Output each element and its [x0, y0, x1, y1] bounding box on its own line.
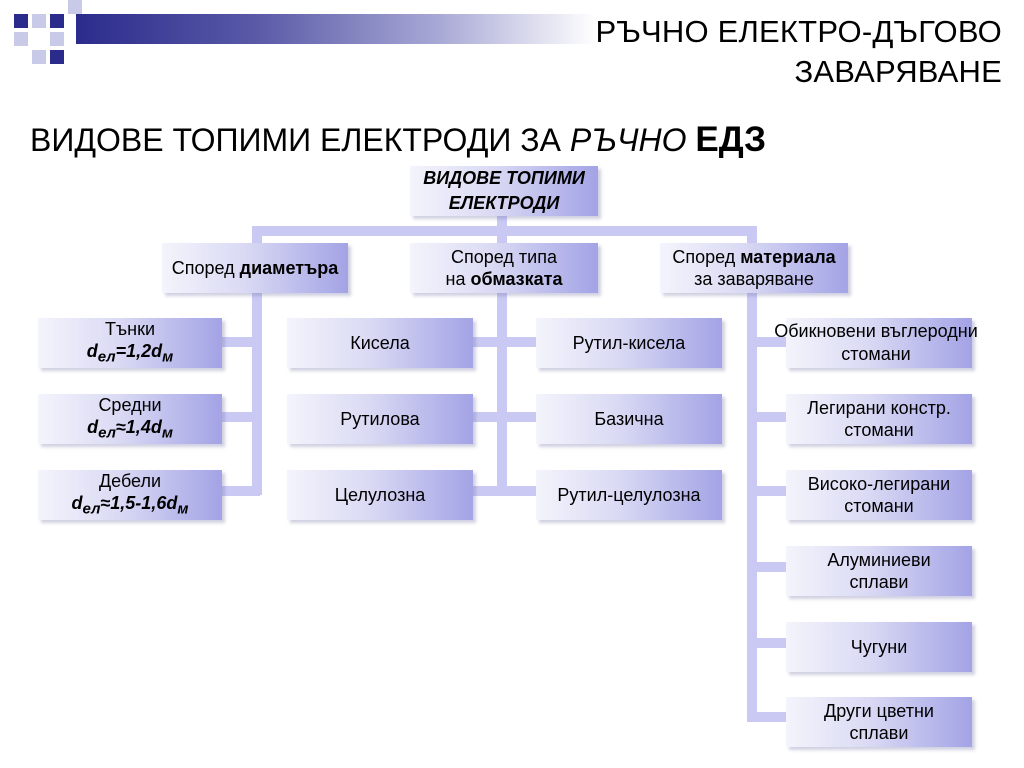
deco-square: [68, 0, 82, 14]
material-line1: Легирани констр.: [807, 398, 951, 418]
formula: =1,2d: [115, 340, 163, 361]
deco-square: [14, 32, 28, 46]
item-name: Дебели: [98, 470, 162, 491]
coating-item: Рутил-кисела: [536, 318, 722, 368]
formula-sub: м: [177, 500, 189, 518]
formula-sub: ел: [82, 500, 101, 518]
coating-item: Рутил-целулозна: [536, 470, 722, 520]
category-text: Според: [672, 247, 741, 267]
connector: [747, 226, 757, 248]
item-name: Тънки: [104, 318, 156, 339]
connector: [747, 638, 789, 648]
connector: [747, 337, 789, 347]
material-item: Легирани констр.стомани: [786, 394, 972, 444]
material-line1: Високо-легирани: [807, 474, 951, 494]
material-line2: стомани: [844, 496, 914, 516]
category-material-label: Според материала за заваряване: [672, 246, 835, 290]
category-coating-label: Според типа на обмазката: [446, 246, 563, 290]
root-node: [410, 166, 598, 216]
category-bold-text: диаметъра: [239, 258, 339, 278]
material-line2: сплави: [849, 723, 909, 743]
connector: [497, 290, 507, 495]
formula: d: [86, 340, 98, 361]
material-line1: Други цветни: [824, 701, 934, 721]
slide-title: РЪЧНО ЕЛЕКТРО-ДЪГОВО ЗАВАРЯВАНЕ: [502, 12, 1002, 92]
item-name: Средни: [98, 394, 162, 415]
material-line1: Обикновени въглеродни: [774, 321, 978, 341]
formula: ≈1,4d: [115, 416, 162, 437]
connector: [470, 412, 540, 422]
category-diameter-node: Според диаметъра: [162, 243, 348, 293]
connector: [497, 226, 507, 248]
connector: [497, 214, 507, 232]
category-text: Според: [171, 258, 240, 278]
diameter-item-thin: Тънки dел=1,2dм: [38, 318, 222, 368]
connector: [220, 337, 260, 347]
root-node-label: ВИДОВЕ ТОПИМИ ЕЛЕКТРОДИ: [390, 166, 618, 216]
connector: [252, 290, 262, 495]
subtitle-text: ВИДОВЕ ТОПИМИ ЕЛЕКТРОДИ ЗА: [30, 122, 570, 158]
material-item-label: Обикновени въглеродни стомани: [740, 320, 1012, 366]
formula-sub: ел: [98, 424, 116, 442]
category-text: за заваряване: [694, 269, 814, 289]
root-line1: ВИДОВЕ ТОПИМИ: [423, 168, 585, 188]
category-bold-text: обмазката: [470, 269, 563, 289]
deco-square: [32, 50, 46, 64]
diameter-item-thick: Дебели dел≈1,5-1,6dм: [38, 470, 222, 520]
deco-square: [50, 32, 64, 46]
formula-sub: м: [162, 348, 174, 366]
category-text: Според типа: [451, 247, 557, 267]
material-item: Чугуни: [786, 622, 972, 672]
coating-item: Целулозна: [287, 470, 473, 520]
formula: d: [87, 416, 99, 437]
category-text: на: [445, 269, 471, 289]
connector: [747, 562, 789, 572]
subtitle-bold: ЕДЗ: [695, 120, 767, 159]
header-gradient-bar: [76, 14, 596, 44]
deco-square: [50, 14, 64, 28]
category-bold-text: материала: [740, 247, 836, 267]
material-line2: стомани: [844, 420, 914, 440]
subtitle-italic: РЪЧНО: [569, 122, 687, 158]
deco-square: [14, 14, 28, 28]
connector: [747, 712, 789, 722]
material-item-box: [786, 318, 972, 368]
material-line2: стомани: [841, 344, 911, 364]
slide-subtitle: ВИДОВЕ ТОПИМИ ЕЛЕКТРОДИ ЗА РЪЧНО ЕДЗ: [30, 120, 766, 160]
deco-square: [32, 14, 46, 28]
material-line1: Чугуни: [850, 637, 908, 657]
connector: [470, 337, 540, 347]
deco-square: [50, 50, 64, 64]
formula: d: [71, 492, 83, 513]
formula-sub: ел: [97, 348, 116, 366]
category-coating-node: Според типа на обмазката: [410, 243, 598, 293]
connector: [470, 486, 540, 496]
diameter-item-medium: Средни dел≈1,4dм: [38, 394, 222, 444]
formula: ≈1,5-1,6d: [100, 492, 178, 513]
root-line2: ЕЛЕКТРОДИ: [448, 193, 560, 213]
slide-title-line2: ЗАВАРЯВАНЕ: [794, 54, 1002, 89]
coating-item: Рутилова: [287, 394, 473, 444]
connector: [747, 486, 789, 496]
connector: [747, 290, 757, 722]
category-material-node: Според материала за заваряване: [660, 243, 848, 293]
formula-sub: м: [161, 424, 173, 442]
connector: [220, 486, 260, 496]
coating-item: Базична: [536, 394, 722, 444]
material-line2: сплави: [849, 572, 909, 592]
coating-item: Кисела: [287, 318, 473, 368]
material-line1: Алуминиеви: [827, 550, 931, 570]
category-diameter-label: Според диаметъра: [172, 257, 338, 279]
slide-title-line1: РЪЧНО ЕЛЕКТРО-ДЪГОВО: [595, 14, 1002, 49]
connector: [747, 412, 789, 422]
connector: [220, 412, 260, 422]
connector: [252, 226, 262, 248]
